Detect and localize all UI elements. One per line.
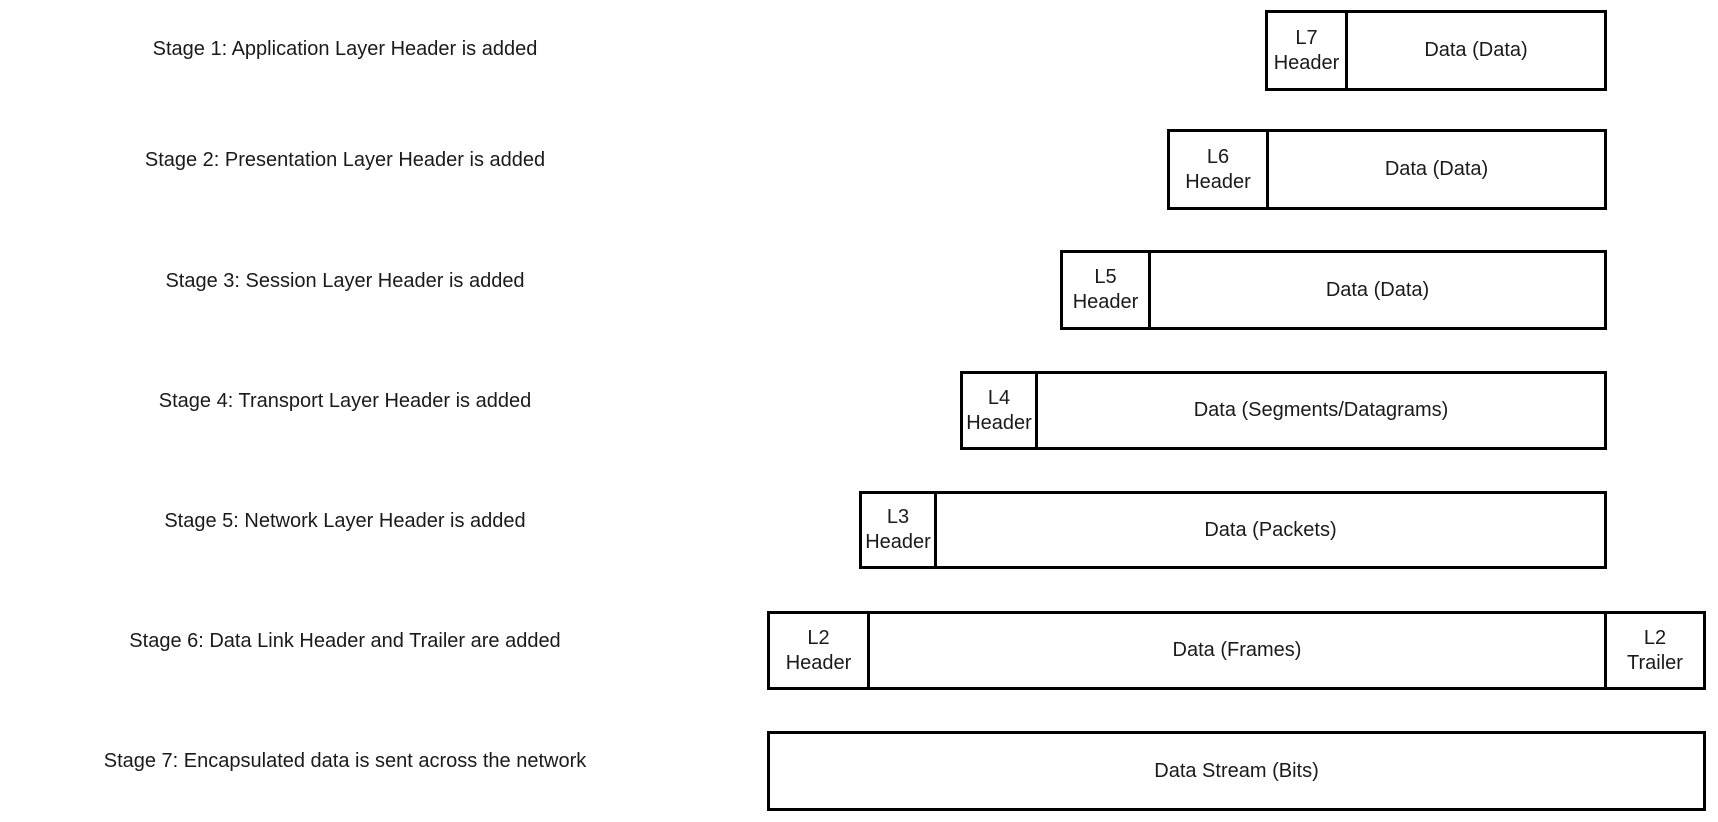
payload-cell-stage-7: Data Stream (Bits)	[770, 734, 1703, 808]
stage-label-2: Stage 2: Presentation Layer Header is ad…	[144, 149, 546, 171]
stage-label-4: Stage 4: Transport Layer Header is added	[158, 390, 532, 412]
stage-label-1: Stage 1: Application Layer Header is add…	[152, 38, 538, 60]
payload-cell-stage-1: Data (Data)	[1348, 13, 1604, 88]
stage-label-7: Stage 7: Encapsulated data is sent acros…	[103, 750, 587, 772]
pdu-stage-3: L5 Header Data (Data)	[1060, 250, 1607, 330]
pdu-stage-1: L7 Header Data (Data)	[1265, 10, 1607, 91]
pdu-stage-7: Data Stream (Bits)	[767, 731, 1706, 811]
stage-row-5: Stage 5: Network Layer Header is added L…	[0, 491, 1718, 569]
pdu-stage-6: L2 Header Data (Frames) L2 Trailer	[767, 611, 1706, 690]
stage-label-3: Stage 3: Session Layer Header is added	[165, 270, 525, 292]
header-cell-l3: L3 Header	[862, 494, 937, 566]
payload-cell-stage-5: Data (Packets)	[937, 494, 1604, 566]
pdu-stage-5: L3 Header Data (Packets)	[859, 491, 1607, 569]
header-cell-l4: L4 Header	[963, 374, 1038, 447]
stage-row-3: Stage 3: Session Layer Header is added L…	[0, 250, 1718, 330]
trailer-cell-l2: L2 Trailer	[1604, 614, 1703, 687]
payload-cell-stage-6: Data (Frames)	[870, 614, 1604, 687]
header-cell-l6: L6 Header	[1170, 132, 1269, 207]
stage-row-2: Stage 2: Presentation Layer Header is ad…	[0, 129, 1718, 210]
header-cell-l2: L2 Header	[770, 614, 870, 687]
payload-cell-stage-3: Data (Data)	[1151, 253, 1604, 327]
header-cell-l7: L7 Header	[1268, 13, 1348, 88]
header-cell-l5: L5 Header	[1063, 253, 1151, 327]
stage-label-6: Stage 6: Data Link Header and Trailer ar…	[129, 630, 561, 652]
pdu-stage-4: L4 Header Data (Segments/Datagrams)	[960, 371, 1607, 450]
stage-row-6: Stage 6: Data Link Header and Trailer ar…	[0, 611, 1718, 690]
payload-cell-stage-2: Data (Data)	[1269, 132, 1604, 207]
stage-row-4: Stage 4: Transport Layer Header is added…	[0, 371, 1718, 450]
pdu-stage-2: L6 Header Data (Data)	[1167, 129, 1607, 210]
stage-row-7: Stage 7: Encapsulated data is sent acros…	[0, 731, 1718, 811]
stage-label-5: Stage 5: Network Layer Header is added	[164, 510, 526, 532]
payload-cell-stage-4: Data (Segments/Datagrams)	[1038, 374, 1604, 447]
stage-row-1: Stage 1: Application Layer Header is add…	[0, 10, 1718, 91]
